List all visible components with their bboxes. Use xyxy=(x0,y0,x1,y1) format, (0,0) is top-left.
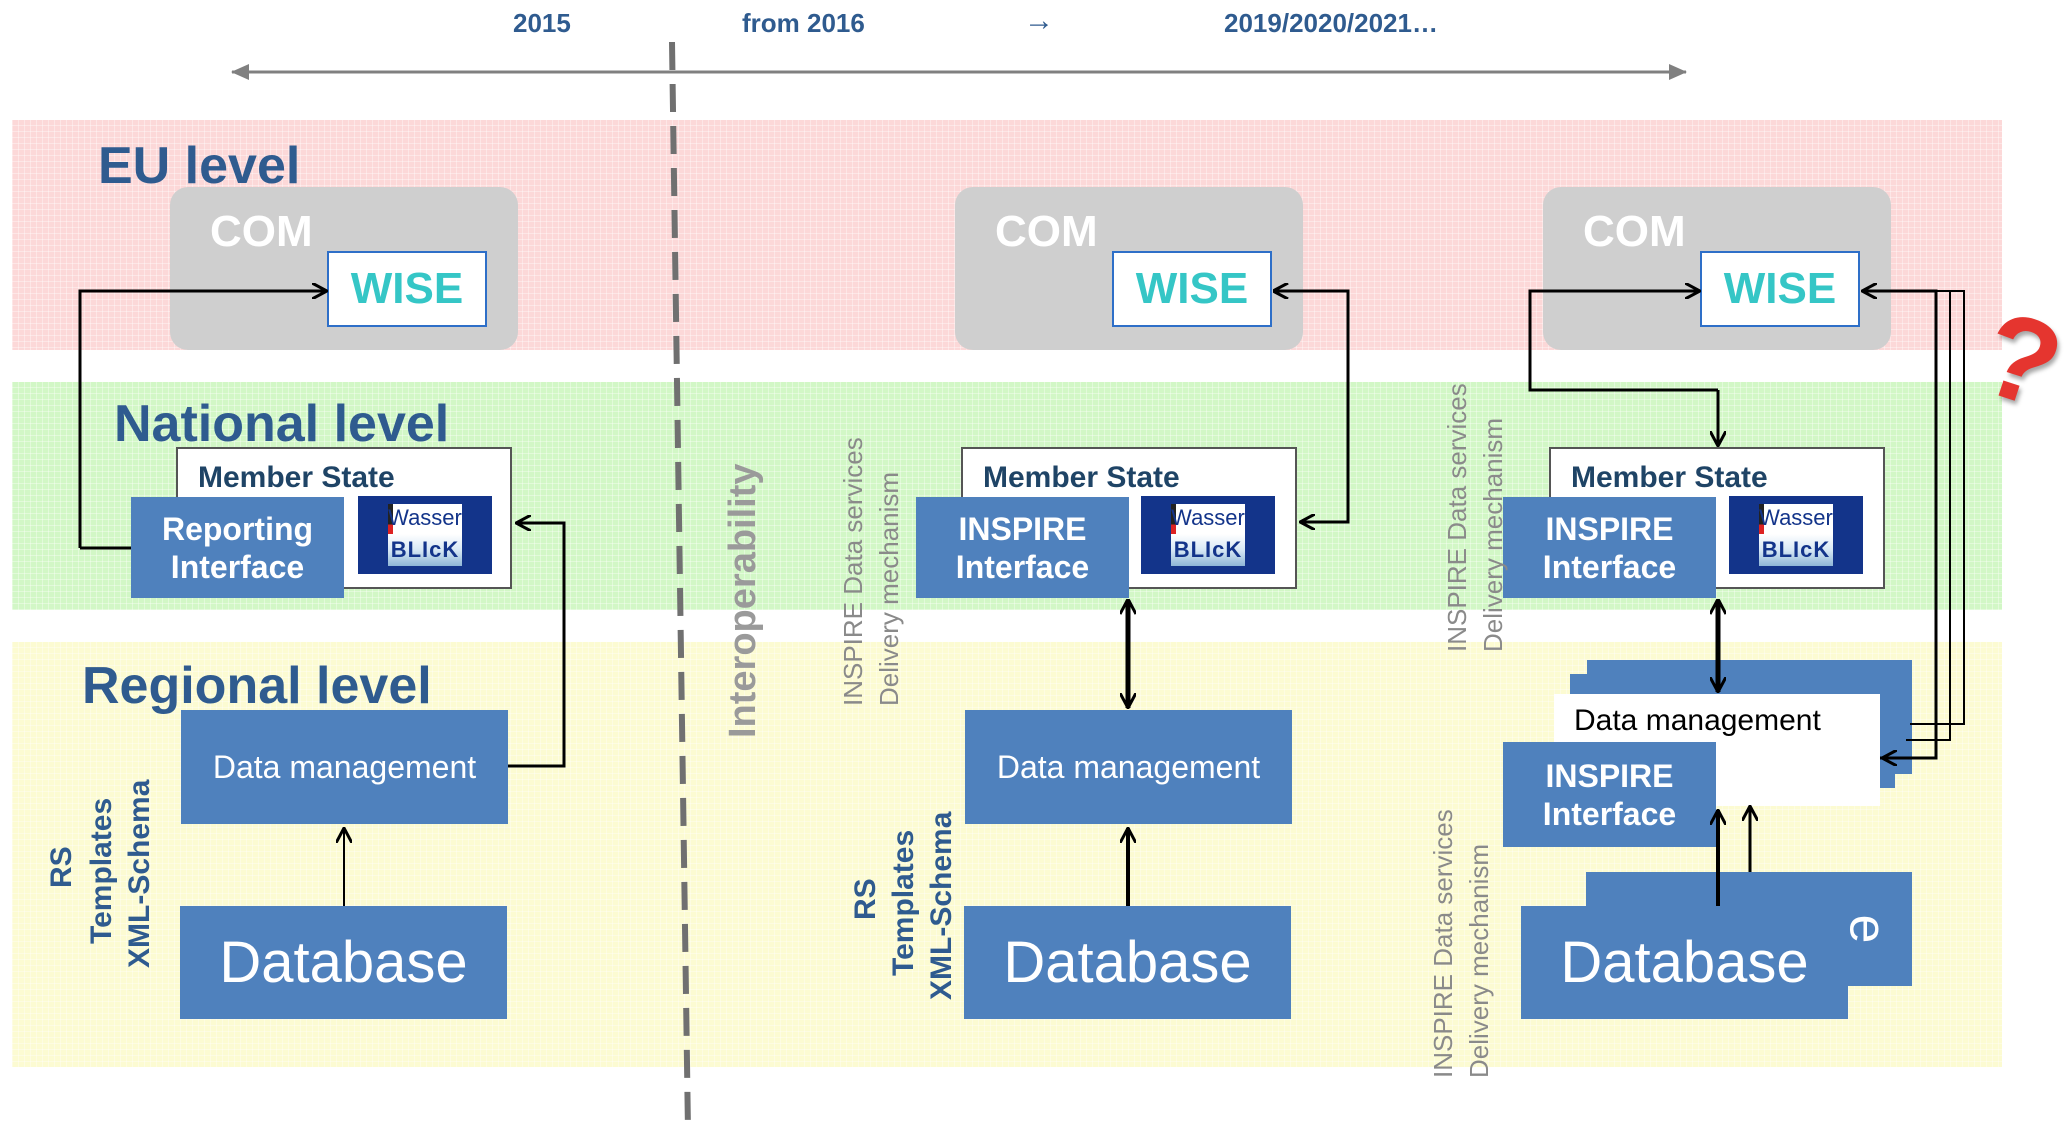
eu-level-title: EU level xyxy=(98,137,301,195)
inspire-interface-box-regional: INSPIRE Interface xyxy=(1503,742,1716,847)
database-box-future: Database xyxy=(1521,906,1848,1019)
interoperability-label: Interoperability xyxy=(722,463,764,739)
timeline-arrow: → xyxy=(1024,4,1054,37)
wise-box-2015: WISE xyxy=(327,251,487,327)
delivery-note-future-upper-line2: Delivery mechanism xyxy=(1478,417,1508,652)
timeline-2015: 2015 xyxy=(513,8,571,38)
regional-level-title: Regional level xyxy=(82,657,432,715)
logo-top-text: Wasser xyxy=(1759,505,1833,530)
logo-bottom-text: BLIcK xyxy=(1171,534,1245,566)
logo-bottom-text: BLIcK xyxy=(1759,534,1833,566)
wise-box-future: WISE xyxy=(1700,251,1860,327)
templates-label-2015: Templates xyxy=(85,797,118,944)
wasserblick-logo: Wasser BLIcK xyxy=(1141,496,1275,574)
delivery-note-future-lower-line1: INSPIRE Data services xyxy=(1428,809,1458,1078)
com-label: COM xyxy=(210,207,313,256)
logo-top-text: Wasser xyxy=(1171,505,1245,530)
com-label: COM xyxy=(1583,207,1686,256)
member-state-label: Member State xyxy=(198,461,395,494)
timeline-from-2016: from 2016 xyxy=(742,8,865,38)
wise-box-2016: WISE xyxy=(1112,251,1272,327)
wasserblick-logo: Wasser BLIcK xyxy=(358,496,492,574)
rs-label-2015: RS xyxy=(45,846,78,888)
rs-label-2016: RS xyxy=(849,878,882,920)
data-management-label: Data management xyxy=(1574,704,1821,737)
inspire-interface-box-future: INSPIRE Interface xyxy=(1503,497,1716,598)
delivery-note-future-lower-line2: Delivery mechanism xyxy=(1464,843,1494,1078)
member-state-label: Member State xyxy=(1571,461,1768,494)
xml-schema-label-2015: XML-Schema xyxy=(123,779,156,968)
templates-label-2016: Templates xyxy=(887,829,920,976)
member-state-label: Member State xyxy=(983,461,1180,494)
logo-bottom-text: BLIcK xyxy=(388,534,462,566)
timeline-later: 2019/2020/2021… xyxy=(1224,8,1438,38)
database-box-2016: Database xyxy=(964,906,1291,1019)
xml-schema-label-2016: XML-Schema xyxy=(925,811,958,1000)
delivery-note-2016-line2: Delivery mechanism xyxy=(874,471,904,706)
data-management-box-2015: Data management xyxy=(181,710,508,824)
delivery-note-future-upper-line1: INSPIRE Data services xyxy=(1442,383,1472,652)
data-management-box-2016: Data management xyxy=(965,710,1292,824)
wasserblick-logo: Wasser BLIcK xyxy=(1729,496,1863,574)
reporting-interface-box: Reporting Interface xyxy=(131,497,344,598)
database-box-2015: Database xyxy=(180,906,507,1019)
inspire-interface-box-2016: INSPIRE Interface xyxy=(916,497,1129,598)
delivery-note-2016-line1: INSPIRE Data services xyxy=(838,437,868,706)
logo-top-text: Wasser xyxy=(388,505,462,530)
com-label: COM xyxy=(995,207,1098,256)
national-level-title: National level xyxy=(114,395,450,453)
